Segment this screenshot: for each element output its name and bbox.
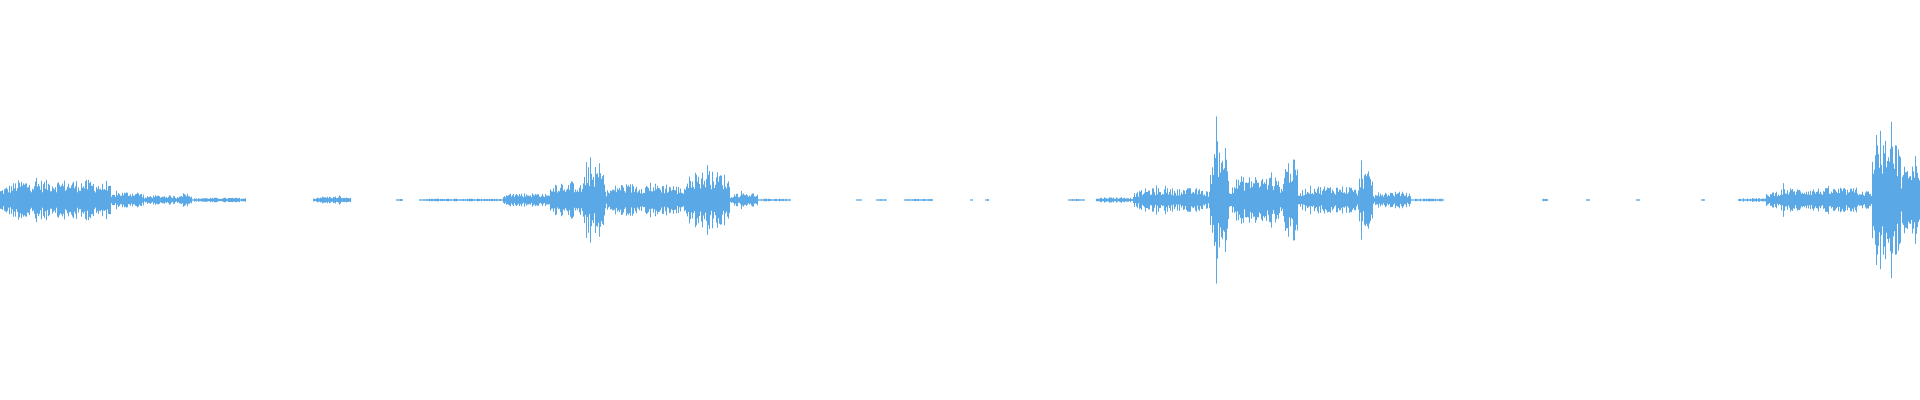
waveform-bars — [0, 116, 1920, 284]
waveform-path — [0, 116, 1920, 284]
